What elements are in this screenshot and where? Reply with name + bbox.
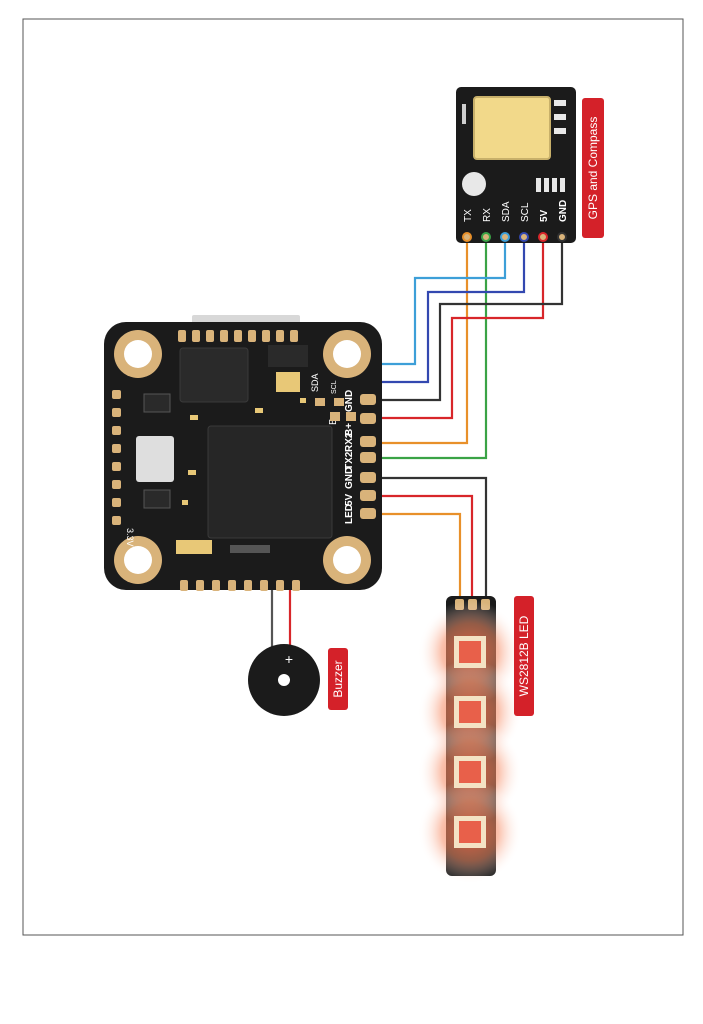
buzzer-plus-sign: + bbox=[285, 651, 293, 667]
buzzer-hole bbox=[278, 674, 290, 686]
fc-pad-label-gnd-2: GND bbox=[344, 467, 355, 489]
wire-5v bbox=[376, 240, 545, 420]
wire-led-data bbox=[372, 512, 462, 598]
fc-pad-label-led: LED bbox=[344, 504, 355, 524]
gps-chip-dot bbox=[462, 172, 486, 196]
wire-led-5v bbox=[372, 494, 474, 598]
fc-pad-label-5v: 5V bbox=[344, 493, 355, 506]
buzzer: + bbox=[248, 644, 320, 716]
gps-tag: GPS and Compass bbox=[582, 98, 604, 238]
wire-gnd bbox=[376, 240, 564, 402]
mount-holes bbox=[114, 330, 371, 584]
fc-pad-label-tx2: TX2 bbox=[344, 451, 355, 470]
led-strip bbox=[418, 596, 522, 884]
gps-pin-label-tx: TX bbox=[463, 209, 474, 222]
buzzer-tag: Buzzer bbox=[328, 648, 348, 710]
gps-pin-label-5v: 5V bbox=[539, 209, 550, 222]
gps-tag-label: GPS and Compass bbox=[586, 117, 600, 220]
fc-pad-label-gnd-1: GND bbox=[344, 390, 355, 412]
gps-antenna bbox=[473, 96, 551, 160]
led-chips bbox=[454, 636, 486, 848]
wire-led-gnd bbox=[372, 476, 488, 598]
wire-rx bbox=[374, 240, 488, 460]
led-tag-label: WS2812B LED bbox=[517, 615, 531, 696]
bottom-pads bbox=[180, 580, 300, 591]
left-pads bbox=[112, 390, 121, 525]
gps-module: TX RX SDA SCL 5V GND bbox=[456, 87, 576, 243]
flight-controller: 3.3V SDA SCL B- B+ GND TX2 RX2 LED 5V GN… bbox=[104, 315, 382, 591]
fc-label-3v3: 3.3V bbox=[125, 528, 135, 547]
fc-pad-label-rx2: RX2 bbox=[344, 432, 355, 452]
gps-pin-label-rx: RX bbox=[482, 208, 493, 222]
led-tag: WS2812B LED bbox=[514, 596, 534, 716]
buzzer-tag-label: Buzzer bbox=[331, 660, 345, 697]
gps-pin-label-scl: SCL bbox=[520, 202, 531, 222]
right-pads bbox=[360, 394, 376, 519]
gps-pin-pads bbox=[462, 232, 567, 242]
fc-pad-label-scl: SCL bbox=[331, 380, 338, 394]
fc-pad-label-sda: SDA bbox=[310, 373, 320, 392]
wire-tx bbox=[382, 240, 469, 445]
fc-pad-label-bplus: B+ bbox=[344, 423, 355, 436]
top-pads bbox=[178, 330, 298, 342]
gps-pin-label-sda: SDA bbox=[501, 201, 512, 222]
gps-pin-label-gnd: GND bbox=[558, 200, 569, 222]
